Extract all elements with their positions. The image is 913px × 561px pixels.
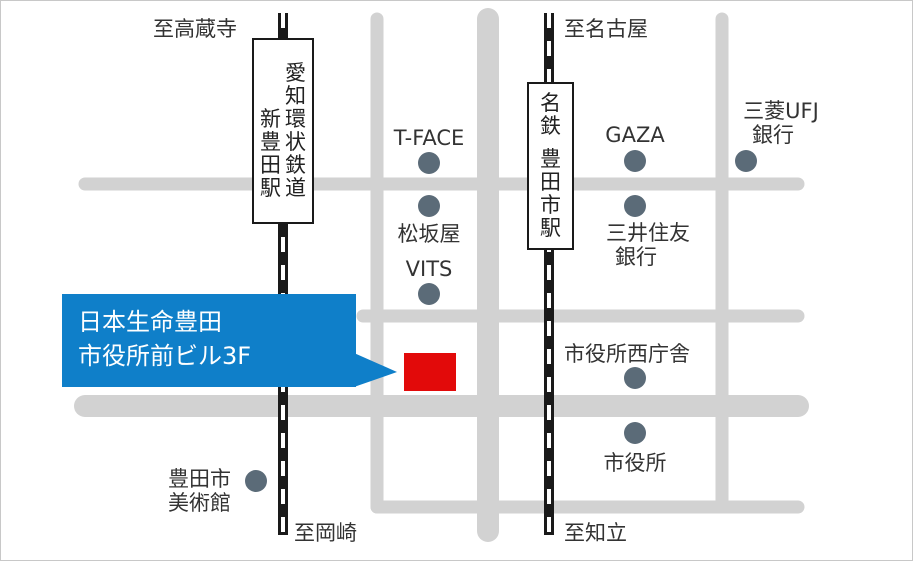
- destination-building-marker: [404, 353, 456, 391]
- station-shin-toyota-col2: 新 豊 田 駅: [260, 107, 281, 200]
- station-shin-toyota: 愛 知 環 状 鉄 道 新 豊 田 駅: [252, 38, 314, 224]
- landmark-label-city-hall-annex: 市役所西庁舎: [564, 342, 690, 366]
- landmark-label-tface: T-FACE: [393, 126, 465, 150]
- station-toyotashi: 名 鉄 豊 田 市 駅: [527, 82, 574, 250]
- landmark-marker-city-hall-annex: [624, 367, 646, 389]
- landmark-marker-tface: [418, 152, 440, 174]
- destination-callout-line1: 日本生命豊田: [78, 308, 222, 336]
- landmark-label-smbc: 三井住友 銀行: [606, 221, 690, 269]
- landmark-marker-vits: [418, 283, 440, 305]
- station-toyotashi-col2: 豊 田 市 駅: [540, 147, 561, 240]
- destination-callout: 日本生命豊田 市役所前ビル3F: [62, 294, 356, 387]
- landmark-label-city-hall: 市役所: [603, 451, 667, 475]
- direction-label-north-aichi-loop: 至高蔵寺: [153, 17, 237, 41]
- landmark-label-matsuzakaya: 松坂屋: [397, 222, 461, 246]
- destination-callout-line2: 市役所前ビル3F: [78, 342, 252, 370]
- landmark-label-gaza: GAZA: [605, 123, 665, 147]
- landmark-marker-city-hall: [624, 422, 646, 444]
- station-shin-toyota-col1: 愛 知 環 状 鉄 道: [285, 61, 306, 200]
- landmark-marker-mufg: [735, 150, 757, 172]
- landmark-marker-matsuzakaya: [418, 195, 440, 217]
- station-toyotashi-col1: 名 鉄: [540, 91, 561, 138]
- direction-label-south-aichi-loop: 至岡崎: [294, 521, 357, 545]
- landmark-marker-smbc: [624, 195, 646, 217]
- landmark-label-vits: VITS: [405, 257, 453, 281]
- direction-label-north-meitetsu: 至名古屋: [564, 17, 648, 41]
- landmark-marker-gaza: [624, 150, 646, 172]
- landmark-label-mufg: 三菱UFJ 銀行: [743, 99, 819, 147]
- landmark-label-museum: 豊田市 美術館: [168, 467, 231, 515]
- callout-pointer: [354, 353, 397, 387]
- direction-label-south-meitetsu: 至知立: [564, 521, 627, 545]
- landmark-marker-museum: [245, 470, 267, 492]
